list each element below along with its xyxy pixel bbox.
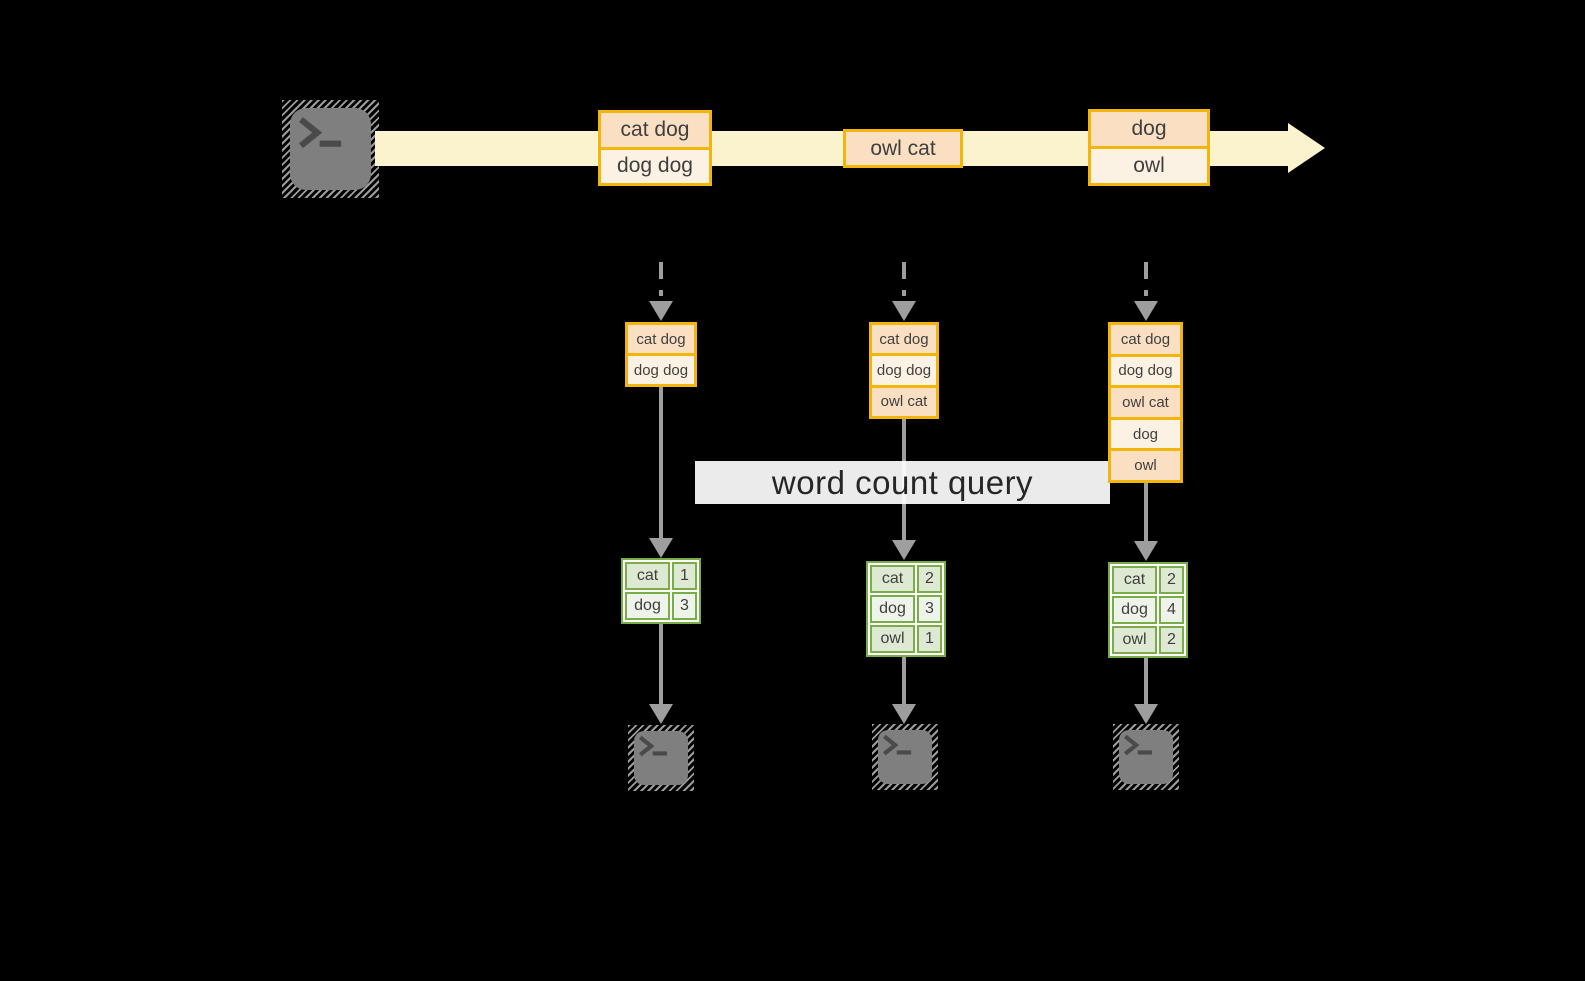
result-to-sink-arrowhead-3 bbox=[1134, 704, 1158, 724]
state-box-3: cat dog dog dog owl cat dog owl bbox=[1108, 322, 1183, 483]
state-record: dog dog bbox=[872, 353, 936, 385]
source-terminal-icon bbox=[282, 100, 379, 198]
result-table-2: cat 2 dog 3 owl 1 bbox=[866, 561, 946, 657]
query-label: word count query bbox=[771, 463, 1034, 501]
batch-to-state-arrow-2 bbox=[902, 262, 906, 296]
result-word-cell: cat bbox=[625, 562, 670, 590]
result-count-cell: 1 bbox=[672, 562, 697, 590]
state-record: cat dog bbox=[628, 325, 694, 353]
sink-terminal-icon-3 bbox=[1113, 724, 1179, 790]
state-record: cat dog bbox=[872, 325, 936, 354]
stream-batch-3: dog owl bbox=[1088, 109, 1210, 186]
state-record: owl cat bbox=[1111, 385, 1180, 417]
result-to-sink-arrow-3 bbox=[1144, 656, 1148, 704]
batch-to-state-arrowhead-1 bbox=[649, 301, 673, 321]
result-to-sink-arrow-1 bbox=[659, 624, 663, 704]
terminal-prompt-icon bbox=[1122, 734, 1154, 758]
batch-to-state-arrowhead-2 bbox=[892, 301, 916, 321]
state-to-result-arrowhead-3 bbox=[1134, 541, 1158, 561]
input-stream-arrowhead bbox=[1288, 123, 1325, 173]
state-to-result-arrow-1 bbox=[659, 386, 663, 538]
result-word-cell: owl bbox=[1112, 626, 1157, 654]
sink-terminal-icon-1 bbox=[628, 725, 694, 791]
result-table-1: cat 1 dog 3 bbox=[621, 558, 701, 624]
result-word-cell: cat bbox=[1112, 566, 1157, 594]
batch-to-state-arrow-3 bbox=[1144, 262, 1148, 296]
result-count-cell: 1 bbox=[917, 625, 942, 653]
stream-record: dog dog bbox=[601, 146, 709, 183]
result-word-cell: dog bbox=[625, 592, 670, 620]
result-table-3: cat 2 dog 4 owl 2 bbox=[1108, 562, 1188, 658]
batch-to-state-arrow-1 bbox=[659, 262, 663, 296]
terminal-prompt-icon bbox=[296, 116, 344, 152]
state-record: owl bbox=[1111, 448, 1180, 480]
result-word-cell: dog bbox=[870, 595, 915, 623]
result-count-cell: 3 bbox=[917, 595, 942, 623]
state-to-result-arrowhead-1 bbox=[649, 538, 673, 558]
state-record: owl cat bbox=[872, 384, 936, 416]
result-to-sink-arrowhead-1 bbox=[649, 704, 673, 724]
terminal-prompt-icon bbox=[637, 735, 669, 759]
result-count-cell: 2 bbox=[1159, 566, 1184, 594]
result-count-cell: 2 bbox=[917, 565, 942, 593]
stream-batch-1: cat dog dog dog bbox=[598, 110, 712, 186]
result-word-cell: owl bbox=[870, 625, 915, 653]
state-record: dog dog bbox=[628, 353, 694, 384]
result-to-sink-arrow-2 bbox=[902, 655, 906, 704]
stream-record: owl cat bbox=[846, 132, 960, 165]
state-record: dog dog bbox=[1111, 353, 1180, 386]
stream-record: dog bbox=[1091, 112, 1207, 146]
batch-to-state-arrowhead-3 bbox=[1134, 301, 1158, 321]
state-to-result-arrow-3 bbox=[1144, 482, 1148, 541]
terminal-prompt-icon bbox=[881, 734, 913, 758]
result-count-cell: 3 bbox=[672, 592, 697, 620]
state-box-1: cat dog dog dog bbox=[625, 322, 697, 387]
stream-record: cat dog bbox=[601, 113, 709, 147]
stream-batch-2: owl cat bbox=[843, 129, 963, 168]
state-to-result-arrowhead-2 bbox=[892, 540, 916, 560]
stream-record: owl bbox=[1091, 146, 1207, 183]
state-record: dog bbox=[1111, 416, 1180, 449]
state-box-2: cat dog dog dog owl cat bbox=[869, 322, 939, 419]
query-label-band: word count query bbox=[695, 461, 1110, 504]
result-word-cell: dog bbox=[1112, 596, 1157, 624]
state-record: cat dog bbox=[1111, 325, 1180, 354]
result-count-cell: 4 bbox=[1159, 596, 1184, 624]
result-count-cell: 2 bbox=[1159, 626, 1184, 654]
sink-terminal-icon-2 bbox=[872, 724, 938, 790]
result-word-cell: cat bbox=[870, 565, 915, 593]
result-to-sink-arrowhead-2 bbox=[892, 704, 916, 724]
